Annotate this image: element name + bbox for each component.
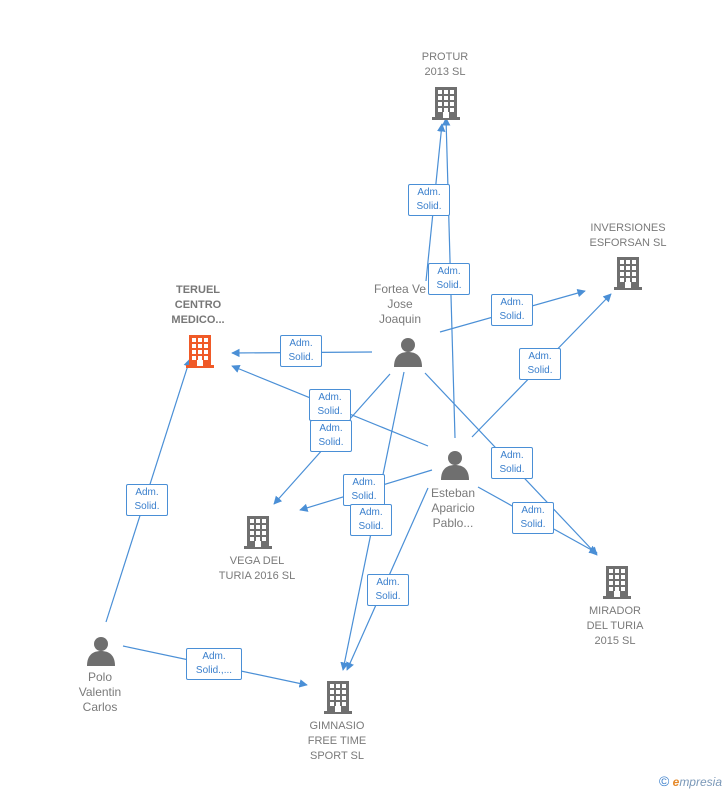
company-name-label[interactable]: GIMNASIO FREE TIME SPORT SL xyxy=(307,720,367,762)
relationship-label[interactable]: Adm. Solid. xyxy=(512,502,554,534)
relationship-label[interactable]: Adm. Solid. xyxy=(491,447,533,479)
relationship-label[interactable]: Adm. Solid. xyxy=(367,574,409,606)
relationship-label[interactable]: Adm. Solid. xyxy=(428,263,470,295)
company-building-icon[interactable] xyxy=(603,565,631,604)
relationship-label[interactable]: Adm. Solid. xyxy=(309,389,351,421)
relationship-label[interactable]: Adm. Solid. xyxy=(350,504,392,536)
person-icon[interactable] xyxy=(393,337,423,372)
relationship-label[interactable]: Adm. Solid. xyxy=(408,184,450,216)
company-building-icon[interactable] xyxy=(324,680,352,719)
company-building-icon[interactable] xyxy=(432,86,460,125)
company-name-label[interactable]: PROTUR 2013 SL xyxy=(421,51,469,78)
company-name-label[interactable]: INVERSIONES ESFORSAN SL xyxy=(589,222,667,249)
company-building-icon[interactable] xyxy=(614,256,642,295)
person-icon[interactable] xyxy=(86,636,116,671)
brand-logo-text: mpresia xyxy=(679,775,722,789)
relationship-label[interactable]: Adm. Solid. xyxy=(280,335,322,367)
copyright-notice: © empresia xyxy=(659,773,722,789)
brand-logo-initial: e xyxy=(672,775,680,789)
relationship-label[interactable]: Adm. Solid. xyxy=(519,348,561,380)
company-building-icon[interactable] xyxy=(244,515,272,554)
relationship-label[interactable]: Adm. Solid. xyxy=(126,484,168,516)
company-name-label[interactable]: VEGA DEL TURIA 2016 SL xyxy=(218,555,296,582)
company-name-label[interactable]: TERUEL CENTRO MEDICO... xyxy=(171,284,225,326)
relationship-label[interactable]: Adm. Solid. xyxy=(491,294,533,326)
copyright-symbol: © xyxy=(658,773,670,789)
relationship-label[interactable]: Adm. Solid.,... xyxy=(186,648,242,680)
company-name-label[interactable]: MIRADOR DEL TURIA 2015 SL xyxy=(586,605,644,647)
person-name-label[interactable]: Polo Valentin Carlos xyxy=(78,670,122,714)
relationship-label[interactable]: Adm. Solid. xyxy=(310,420,352,452)
focus-company-building-icon[interactable] xyxy=(186,334,214,373)
person-name-label[interactable]: Esteban Aparicio Pablo... xyxy=(430,486,476,530)
relationship-label[interactable]: Adm. Solid. xyxy=(343,474,385,506)
person-icon[interactable] xyxy=(440,450,470,485)
person-name-label[interactable]: Fortea Ve Jose Joaquin xyxy=(373,282,427,326)
